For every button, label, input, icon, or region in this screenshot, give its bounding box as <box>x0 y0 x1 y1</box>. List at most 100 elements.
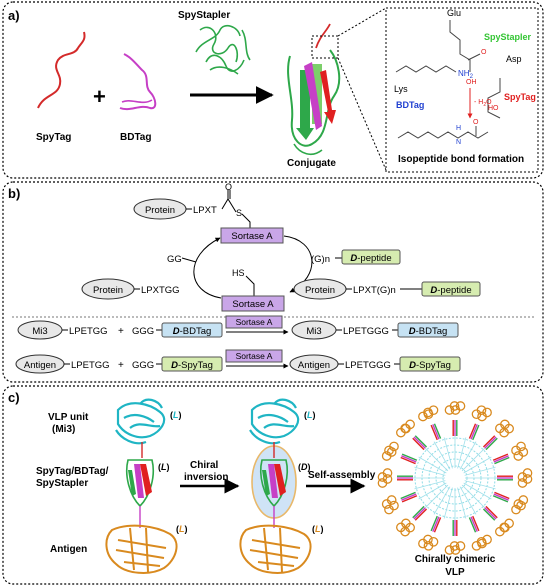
chirality-L-antigen-middle: (L) <box>312 524 324 534</box>
bdtag-peptide <box>119 53 157 111</box>
chimeric-label-line1: Chirally chimeric <box>415 554 496 565</box>
d-peptide-box-top <box>341 249 401 265</box>
mi3-structure-middle <box>249 398 300 445</box>
mi3-paren-label: (Mi3) <box>52 424 75 435</box>
lpxt-label: LPXT <box>193 205 217 216</box>
protein-label-top: Protein <box>145 205 175 216</box>
antigen-label-c: Antigen <box>50 544 87 555</box>
panel-c-label: c) <box>8 390 20 405</box>
ho-label: HO <box>488 105 499 112</box>
vlp-unit-label: VLP unit <box>48 412 89 423</box>
chirality-L-mi3-middle: (L) <box>304 410 316 420</box>
inset-chemistry <box>395 20 501 139</box>
chirality-L-mi3-left: (L) <box>170 410 182 420</box>
lys-label: Lys <box>394 84 408 94</box>
product-n: N <box>456 139 461 146</box>
d-bdtag-box-right <box>397 322 459 338</box>
tag-conjugate-middle <box>259 459 289 508</box>
row1-motif: LPETGG <box>69 326 108 337</box>
sortase-a-row2 <box>225 349 283 363</box>
row1-product-motif: LPETGGG <box>343 326 389 337</box>
chiral-label: Chiral <box>190 460 219 471</box>
h2o-label: - H2O <box>474 99 492 108</box>
sortase-a-row1-label: Sortase A <box>236 317 273 327</box>
d-bdtag-label-left: D-BDTag <box>173 326 212 337</box>
spystapler-label: SpyStapler <box>178 10 230 21</box>
gn-label: (G)n <box>311 254 330 265</box>
sortase-a-row2-label: Sortase A <box>236 351 273 361</box>
isopeptide-caption: Isopeptide bond formation <box>398 154 524 165</box>
lpxtgg-label: LPXTGG <box>141 285 180 296</box>
conjugate-structure <box>287 23 341 156</box>
row2-motif: LPETGG <box>71 360 110 371</box>
inset-spystapler: SpyStapler <box>484 32 532 42</box>
row1-ggg: GGG <box>132 326 154 337</box>
row2-product-motif: LPETGGG <box>345 360 391 371</box>
spytag-label: SpyTag <box>36 132 71 143</box>
sortase-a-top <box>220 227 284 244</box>
sortase-a-row1 <box>225 315 283 329</box>
antigen-structure-left <box>105 524 178 574</box>
panel-b-border <box>2 181 544 383</box>
sortase-a-bottom-label: Sortase A <box>232 299 274 310</box>
antigen-structure-middle <box>239 524 312 574</box>
zoom-box <box>311 35 339 59</box>
panel-c-border <box>2 385 544 585</box>
chirality-D-tag-middle: (D) <box>298 462 311 472</box>
hs-label: HS <box>232 268 245 278</box>
d-spytag-label-left: D-SpyTag <box>171 360 213 371</box>
gg-label: GG <box>167 254 182 265</box>
bdtag-label: BDTag <box>120 132 151 143</box>
product-o: O <box>473 119 479 126</box>
oh-label: OH <box>466 79 477 86</box>
d-bdtag-label-right: D-BDTag <box>409 326 448 337</box>
conjugate-label: Conjugate <box>287 158 336 169</box>
chirality-L-tag-left: (L) <box>158 462 170 472</box>
d-spytag-box-right <box>399 356 461 372</box>
tags-label-line2: SpyStapler <box>36 478 88 489</box>
self-assembly-label: Self-assembly <box>308 470 376 481</box>
nh2-label: NH2 <box>458 69 474 80</box>
panel-a-label: a) <box>8 8 20 23</box>
sortase-a-top-label: Sortase A <box>231 231 273 242</box>
sortase-a-bottom <box>221 295 285 312</box>
mi3-structure-left <box>115 398 166 445</box>
inset-bdtag: BDTag <box>396 100 424 110</box>
panel-a-border <box>2 1 544 179</box>
d-spytag-box-left <box>161 356 223 372</box>
antigen-label-left: Antigen <box>24 360 56 371</box>
row2-ggg: GGG <box>132 360 154 371</box>
thioester-s: S <box>236 208 242 218</box>
spystapler-structure <box>195 24 251 75</box>
protein-label-left: Protein <box>93 285 123 296</box>
panel-b-label: b) <box>8 186 20 201</box>
d-spytag-label-right: D-SpyTag <box>409 360 451 371</box>
row1-plus: + <box>118 326 124 337</box>
spytag-peptide <box>37 31 86 109</box>
mi3-label-right: Mi3 <box>306 326 321 337</box>
row2-plus: + <box>118 360 124 371</box>
chirality-L-antigen-left: (L) <box>176 524 188 534</box>
d-bdtag-box-left <box>161 322 223 338</box>
vlp-assembly <box>377 401 533 555</box>
tags-label-line1: SpyTag/BDTag/ <box>36 466 109 477</box>
d-peptide-label-top: D-peptide <box>350 253 391 264</box>
d-peptide-box-right <box>421 281 481 297</box>
carbonyl-o: O <box>225 182 232 192</box>
chimeric-label-line2: VLP <box>445 567 465 578</box>
d-peptide-label-right: D-peptide <box>430 285 471 296</box>
mi3-label-left: Mi3 <box>32 326 47 337</box>
lpxtgn-label: LPXT(G)n <box>353 285 396 296</box>
o-label: O <box>481 49 487 56</box>
cycle-arrow-left <box>193 237 222 299</box>
inversion-label: inversion <box>184 472 228 483</box>
tag-conjugate-left <box>125 459 155 508</box>
product-h: H <box>456 125 461 132</box>
glu-label: Glu <box>447 8 461 18</box>
plus-sign: + <box>93 84 106 109</box>
inset-box <box>385 7 539 173</box>
antigen-label-right: Antigen <box>298 360 330 371</box>
inset-spytag: SpyTag <box>504 92 536 102</box>
protein-label-right: Protein <box>305 285 335 296</box>
